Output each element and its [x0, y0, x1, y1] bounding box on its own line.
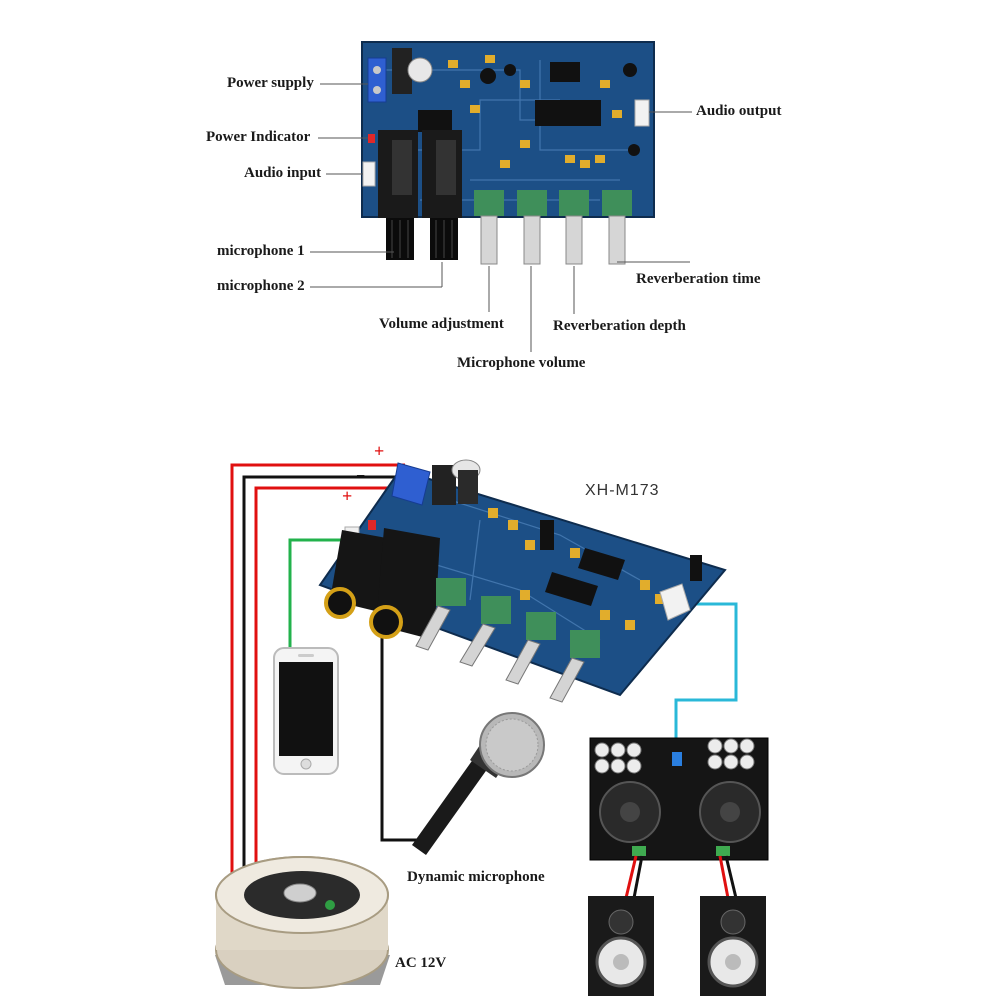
speaker-left — [588, 896, 654, 996]
top-ic-chip-main — [535, 100, 601, 126]
label-power-supply: Power supply — [227, 75, 314, 91]
cyan-output-wire — [674, 602, 738, 752]
top-potentiometers — [474, 190, 632, 265]
label-reverberation-depth: Reverberation depth — [553, 318, 686, 334]
top-power-led — [368, 134, 375, 143]
bottom-ic-chip-1 — [578, 548, 625, 580]
bottom-output-connector — [659, 583, 691, 621]
label-volume-adjustment: Volume adjustment — [379, 316, 504, 332]
plus-sign-top: + — [374, 441, 385, 461]
bottom-ic-chip-2 — [545, 572, 598, 606]
black-wire — [242, 475, 400, 878]
dynamic-microphone — [412, 712, 545, 855]
top-terminal-block — [367, 57, 387, 103]
board-model-label: XH-M173 — [585, 482, 660, 499]
bottom-pcb-board — [318, 459, 727, 703]
red-wire-inner — [254, 486, 398, 876]
top-callout-lines — [310, 83, 692, 352]
smartphone — [273, 647, 339, 775]
top-ic-chip — [418, 110, 452, 132]
green-audio-wire — [288, 538, 350, 650]
label-microphone-1: microphone 1 — [217, 243, 305, 259]
label-dynamic-microphone: Dynamic microphone — [407, 869, 545, 885]
bottom-potentiometers — [415, 578, 600, 703]
minus-sign: − — [356, 468, 366, 485]
plus-sign-bottom: + — [342, 486, 353, 506]
bottom-power-led — [368, 520, 376, 530]
label-power-indicator: Power Indicator — [206, 129, 311, 145]
label-audio-input: Audio input — [244, 165, 322, 181]
label-microphone-2: microphone 2 — [217, 278, 305, 294]
speaker-right — [700, 896, 766, 996]
mic-jack-1 — [324, 587, 356, 619]
speaker-wires — [624, 855, 738, 899]
label-ac-12v: AC 12V — [395, 955, 447, 971]
toroidal-transformer — [215, 856, 390, 989]
top-pcb-board — [361, 41, 655, 265]
mic-jack-2 — [369, 605, 403, 639]
top-audio-output-connector — [634, 99, 650, 127]
power-wires — [230, 463, 405, 880]
red-wire-outer — [230, 463, 405, 880]
label-audio-output: Audio output — [696, 103, 782, 119]
label-microphone-volume: Microphone volume — [457, 355, 586, 371]
amplifier-board — [589, 737, 769, 861]
top-audio-input-connector — [362, 161, 376, 187]
bottom-terminal-block — [391, 462, 431, 506]
black-mic-wire — [380, 630, 418, 842]
label-reverberation-time: Reverberation time — [636, 271, 761, 287]
